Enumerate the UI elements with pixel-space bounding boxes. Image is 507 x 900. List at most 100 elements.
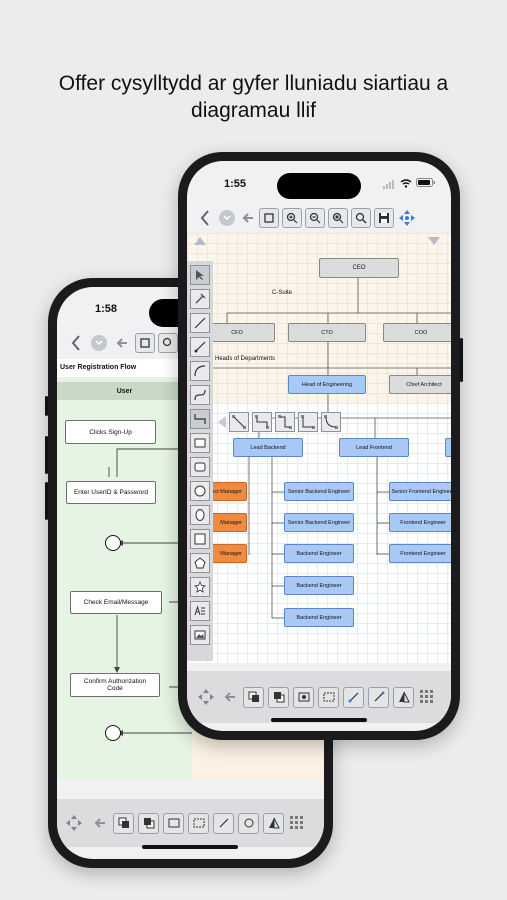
star-tool-icon[interactable]	[190, 577, 210, 597]
elbow-connector-button[interactable]	[252, 412, 272, 432]
cto-node[interactable]: CTO	[288, 323, 366, 342]
coo-node[interactable]: COO	[383, 323, 451, 342]
connector-style-popup	[217, 409, 347, 435]
org-connectors	[207, 271, 451, 619]
zoom-fit-icon[interactable]	[328, 208, 348, 228]
heads-of-departments-label: Heads of Departments	[215, 356, 276, 362]
arrow-left-icon[interactable]	[93, 816, 107, 830]
connector-style-button[interactable]	[213, 812, 234, 834]
front-toolbar	[187, 204, 451, 232]
extra-lead-node[interactable]	[445, 438, 451, 457]
ceo-node[interactable]: CEO	[319, 258, 399, 278]
zoom-in-button[interactable]	[158, 333, 178, 353]
org-chart-canvas[interactable]: CEO C-Suite CFO CTO COO Heads of Departm…	[187, 233, 451, 663]
bezier-tool-icon[interactable]	[190, 385, 210, 405]
navigate-pad-icon[interactable]	[397, 208, 417, 228]
line-tool-icon[interactable]	[190, 313, 210, 333]
connector-tool-icon[interactable]	[190, 337, 210, 357]
grid-icon[interactable]	[288, 814, 306, 832]
select-frame-button[interactable]	[259, 208, 279, 228]
frontend-engineer-node-2[interactable]: Frontend Engineer	[389, 544, 451, 563]
phone-side-button	[45, 436, 48, 474]
group-button[interactable]	[163, 812, 184, 834]
grid-icon[interactable]	[418, 688, 436, 706]
connector-style-button[interactable]	[343, 686, 364, 708]
lead-frontend-node[interactable]: Lead Frontend	[339, 438, 409, 457]
move-arrows-icon[interactable]	[63, 812, 85, 834]
chevron-down-icon[interactable]	[91, 335, 107, 351]
elbow-down-connector-button[interactable]	[275, 412, 295, 432]
arc-tool-icon[interactable]	[190, 361, 210, 381]
bring-front-button[interactable]	[243, 686, 264, 708]
confirm-code-node[interactable]: Confirm Authorization Code	[70, 673, 160, 697]
circle-tool-icon[interactable]	[190, 481, 210, 501]
flow-start-circle[interactable]	[105, 535, 121, 551]
chevron-down-icon[interactable]	[219, 210, 235, 226]
shape-tool-palette	[187, 261, 213, 661]
front-phone: 1:55	[178, 152, 463, 740]
connector-edit-button[interactable]	[368, 686, 389, 708]
chief-architect-node[interactable]: Chief Architect	[389, 375, 451, 394]
pointer-tool-icon[interactable]	[190, 265, 210, 285]
ellipse-tool-icon[interactable]	[190, 505, 210, 525]
arrow-left-icon[interactable]	[115, 336, 129, 350]
pen-tool-icon[interactable]	[190, 289, 210, 309]
scroll-down-icon[interactable]	[427, 236, 441, 246]
front-phone-screen: 1:55	[187, 161, 451, 731]
square-tool-icon[interactable]	[190, 529, 210, 549]
search-icon[interactable]	[351, 208, 371, 228]
headline-line-1: Offer cysylltydd ar gyfer lluniadu siart…	[58, 72, 449, 95]
phone-side-button	[460, 338, 463, 382]
backend-engineer-node-1[interactable]: Backend Engineer	[284, 544, 354, 563]
lead-backend-node[interactable]: Lead Backend	[233, 438, 303, 457]
ungroup-button[interactable]	[188, 812, 209, 834]
backend-engineer-node-3[interactable]: Backend Engineer	[284, 608, 354, 627]
frontend-engineer-node-1[interactable]: Frontend Engineer	[389, 513, 451, 532]
move-arrows-icon[interactable]	[195, 686, 217, 708]
curved-connector-button[interactable]	[321, 412, 341, 432]
send-back-button[interactable]	[138, 812, 159, 834]
ungroup-button[interactable]	[318, 686, 339, 708]
rounded-rect-tool-icon[interactable]	[190, 457, 210, 477]
c-suite-label: C-Suite	[272, 290, 293, 296]
home-indicator[interactable]	[142, 845, 238, 849]
backend-engineer-node-2[interactable]: Backend Engineer	[284, 576, 354, 595]
senior-frontend-node[interactable]: Senior Frontend Engineer	[389, 482, 451, 501]
arrow-left-icon[interactable]	[241, 211, 255, 225]
connector-edit-button[interactable]	[238, 812, 259, 834]
group-button[interactable]	[293, 686, 314, 708]
rectangle-tool-icon[interactable]	[190, 433, 210, 453]
pentagon-tool-icon[interactable]	[190, 553, 210, 573]
back-chevron-icon[interactable]	[67, 333, 85, 353]
signup-node[interactable]: Clicks Sign-Up	[65, 420, 156, 444]
home-indicator[interactable]	[271, 718, 367, 722]
select-frame-button[interactable]	[135, 333, 155, 353]
senior-backend-node-2[interactable]: Senior Backend Engineer	[284, 513, 354, 532]
image-tool-icon[interactable]	[190, 625, 210, 645]
back-chevron-icon[interactable]	[197, 208, 213, 228]
arrow-left-icon[interactable]	[223, 690, 237, 704]
flip-button[interactable]	[263, 812, 284, 834]
step-connector-button[interactable]	[298, 412, 318, 432]
headline: Offer cysylltydd ar gyfer lluniadu siart…	[0, 70, 507, 124]
save-icon[interactable]	[374, 208, 394, 228]
flow-end-circle[interactable]	[105, 725, 121, 741]
confirm-code-line-2: Code	[107, 685, 123, 692]
head-engineering-node[interactable]: Head of Engineering	[288, 375, 366, 394]
bring-front-button[interactable]	[113, 812, 134, 834]
straight-connector-button[interactable]	[229, 412, 249, 432]
elbow-tool-icon[interactable]	[190, 409, 210, 429]
enter-credentials-node[interactable]: Enter UserID & Password	[66, 481, 156, 504]
zoom-out-icon[interactable]	[305, 208, 325, 228]
senior-backend-node-1[interactable]: Senior Backend Engineer	[284, 482, 354, 501]
check-email-node[interactable]: Check Email/Message	[70, 591, 162, 614]
flip-button[interactable]	[393, 686, 414, 708]
cfo-node[interactable]: CFO	[199, 323, 275, 342]
send-back-button[interactable]	[268, 686, 289, 708]
scroll-up-icon[interactable]	[193, 236, 207, 246]
wifi-icon	[400, 178, 412, 188]
zoom-in-icon[interactable]	[282, 208, 302, 228]
text-tool-icon[interactable]	[190, 601, 210, 621]
popup-pointer-icon	[217, 416, 227, 428]
battery-icon	[416, 178, 436, 188]
